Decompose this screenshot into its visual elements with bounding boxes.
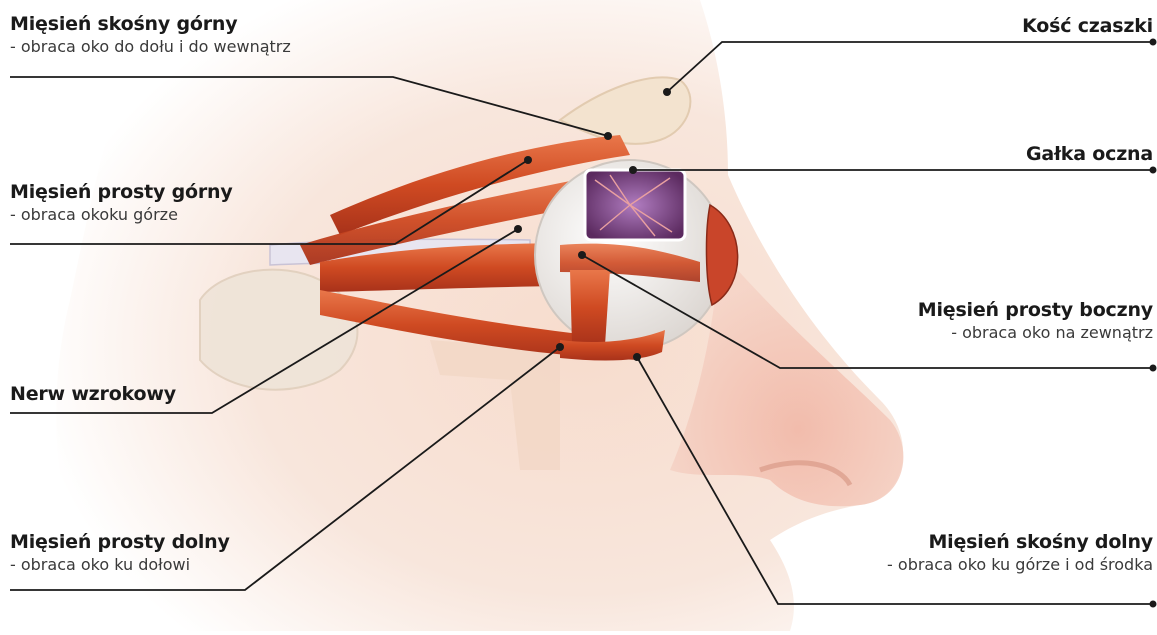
label-inferior-oblique-title: Mięsień skośny dolny [887,530,1153,554]
label-optic-nerve: Nerw wzrokowy [10,382,176,406]
label-superior-rectus: Mięsień prosty górny - obraca okoku górz… [10,180,233,226]
label-inferior-oblique-desc: - obraca oko ku górze i od środka [887,554,1153,576]
label-superior-rectus-title: Mięsień prosty górny [10,180,233,204]
label-inferior-rectus-title: Mięsień prosty dolny [10,530,230,554]
label-superior-rectus-desc: - obraca okoku górze [10,204,233,226]
leader-skull-bone [667,42,1155,92]
label-superior-oblique-desc: - obraca oko do dołu i do wewnątrz [10,36,291,58]
label-superior-oblique-title: Mięsień skośny górny [10,12,291,36]
label-eyeball: Gałka oczna [1026,142,1153,166]
label-inferior-rectus-desc: - obraca oko ku dołowi [10,554,230,576]
inferior-rectus-wrap [570,270,610,345]
label-lateral-rectus: Mięsień prosty boczny - obraca oko na ze… [918,298,1153,344]
label-eyeball-title: Gałka oczna [1026,142,1153,166]
label-optic-nerve-title: Nerw wzrokowy [10,382,176,406]
label-superior-oblique: Mięsień skośny górny - obraca oko do doł… [10,12,291,58]
label-skull-bone: Kość czaszki [1022,14,1153,38]
label-inferior-oblique: Mięsień skośny dolny - obraca oko ku gór… [887,530,1153,576]
label-lateral-rectus-desc: - obraca oko na zewnątrz [918,322,1153,344]
label-skull-bone-title: Kość czaszki [1022,14,1153,38]
label-lateral-rectus-title: Mięsień prosty boczny [918,298,1153,322]
label-inferior-rectus: Mięsień prosty dolny - obraca oko ku doł… [10,530,230,576]
